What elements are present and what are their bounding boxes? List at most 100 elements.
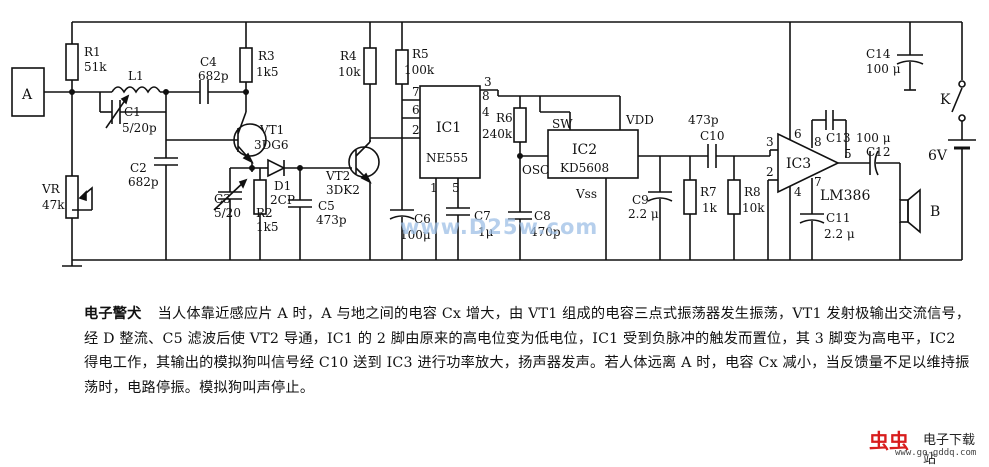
logo-brand-sub: 电子下载站 [923,433,976,467]
label-r5-value: 100k [404,63,435,77]
ic1-pin-6: 6 [412,103,420,117]
label-c11: C11 [826,211,850,225]
label-c8: C8 [534,209,551,223]
c14-capacitor [896,54,924,65]
logo-brand: 虫虫 [869,429,909,453]
label-r6-value: 240k [482,127,513,141]
label-r1: R1 [84,45,101,59]
label-vr: VR [41,182,61,196]
label-c6: C6 [414,212,431,226]
label-sw: SW [552,117,573,131]
label-c10: C10 [700,129,724,143]
label-c3-value: 5/20 [214,206,241,220]
label-ic1-value: NE555 [426,151,468,165]
description-body: 当人体靠近感应片 A 时，A 与地之间的电容 Cx 增大，由 VT1 组成的电容… [84,306,971,396]
label-d1-value: 2CP [270,193,295,207]
label-ic2: IC2 [572,142,597,158]
label-r3: R3 [258,49,275,63]
label-vss: Vss [575,187,597,201]
r6-resistor [513,107,527,143]
r4-resistor [363,47,377,85]
label-c2: C2 [130,161,147,175]
label-c4: C4 [200,55,217,69]
ic1-pin-1: 1 [430,181,438,195]
label-vdd: VDD [625,113,654,127]
switch-k-lever [951,87,963,113]
vt2-transistor [348,146,380,178]
label-c3: C3 [214,192,231,206]
label-r3-value: 1k5 [256,65,279,79]
d1-diode [267,158,286,178]
circuit-description: 电子警犬当人体靠近感应片 A 时，A 与地之间的电容 Cx 增大，由 VT1 组… [84,302,974,400]
r8-resistor [727,179,741,215]
label-r4-value: 10k [338,65,361,79]
label-c2-value: 682p [128,175,159,189]
label-r2-value: 1k5 [256,220,279,234]
label-vr-value: 47k [42,198,65,212]
label-r8-value: 10k [742,201,765,215]
label-c14: C14 [866,47,891,61]
label-c11-value: 2.2 μ [824,227,855,241]
logo-url: www.go-gddq.com [895,448,977,458]
label-c12-value: 100 μ [856,131,891,145]
label-c5-value: 473p [316,213,347,227]
label-c7-value: 1μ [478,225,494,239]
site-logo: 虫虫 电子下载站 www.go-gddq.com [823,423,983,467]
ic3-pin-2: 2 [766,165,774,179]
r3-resistor [239,47,253,83]
label-c10-value: 473p [688,113,719,127]
label-r7: R7 [700,185,717,199]
ic3-pin-8: 8 [814,135,822,149]
label-r2: R2 [256,206,273,220]
ic3-pin-5: 5 [844,147,852,161]
l1-inductor [111,86,161,94]
label-ic3: IC3 [786,156,811,172]
label-c9: C9 [632,193,649,207]
label-a: A [21,87,33,103]
label-c1-value: 5/20p [122,121,157,135]
ic2-kd5608 [547,129,639,179]
ic3-pin-4: 4 [794,185,802,199]
label-c4-value: 682p [198,69,229,83]
battery-6v [948,139,976,150]
label-ic1: IC1 [436,120,461,136]
label-vt2: VT2 [325,169,350,183]
label-r4: R4 [340,49,357,63]
label-c8-value: 470p [530,225,561,239]
ic3-pin-6: 6 [794,127,802,141]
circuit-schematic: A R1 51k L1 C1 5/20p C4 682p R3 1k5 R4 1… [11,21,976,267]
label-lm386: LM386 [820,188,870,204]
label-osc: OSC [522,163,549,177]
ic1-pin-8: 8 [482,89,490,103]
label-ic2-value: KD5608 [560,161,609,175]
ic3-amplifier [777,132,840,194]
description-heading: 电子警犬 [84,306,142,322]
label-r5: R5 [412,47,429,61]
watermark-text: www.D25w.com [400,215,599,239]
label-c7: C7 [474,209,491,223]
r7-resistor [683,179,697,215]
label-d1: D1 [274,179,291,193]
label-r1-value: 51k [84,60,107,74]
label-c6-value: 100μ [400,228,431,242]
ic1-pin-3: 3 [484,75,492,89]
ic1-pin-2: 2 [412,123,420,137]
ic1-ne555 [419,85,481,179]
label-r8: R8 [744,185,761,199]
label-vt1-value: 3DG6 [254,138,288,152]
ic1-pin-5: 5 [452,181,460,195]
vr-potentiometer [65,175,79,219]
label-r7-value: 1k [702,201,718,215]
label-c5: C5 [318,199,335,213]
label-c14-value: 100 μ [866,62,901,76]
label-battery: 6V [928,148,948,164]
label-vt1: VT1 [259,123,284,137]
ic3-pin-3: 3 [766,135,774,149]
label-vt2-value: 3DK2 [326,183,360,197]
label-speaker-b: B [930,204,940,220]
label-l1: L1 [128,69,144,83]
ic1-pin-4: 4 [482,105,490,119]
switch-k-contact [958,80,966,88]
speaker-icon [899,188,921,234]
label-c13: C13 [826,131,850,145]
